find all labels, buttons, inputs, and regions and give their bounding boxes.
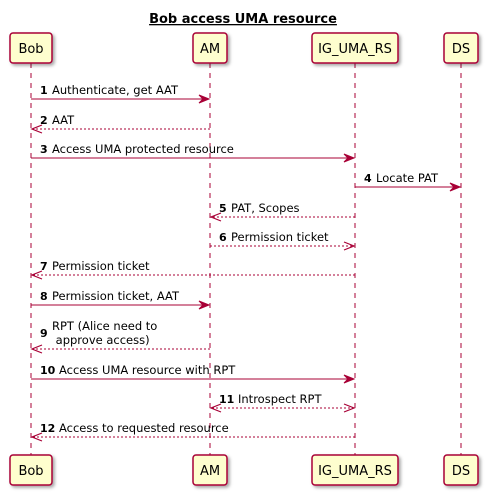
participant-bob-top: Bob <box>9 32 53 64</box>
message-number: 9 <box>40 327 48 340</box>
participant-bob-bottom: Bob <box>9 454 53 486</box>
participant-label: Bob <box>18 464 43 479</box>
message-label: Permission ticket <box>52 259 150 273</box>
message-6: 6 Permission ticket <box>210 230 356 251</box>
message-number: 7 <box>40 260 48 273</box>
arrow-head <box>449 182 462 192</box>
message-number: 10 <box>40 364 56 377</box>
message-number: 11 <box>219 393 234 406</box>
message-8: 8 Permission ticket, AAT <box>31 289 211 310</box>
message-label: Locate PAT <box>376 171 439 185</box>
participant-label: DS <box>452 42 470 57</box>
message-label: RPT (Alice need to <box>52 319 157 333</box>
message-3: 3 Access UMA protected resource <box>31 142 356 163</box>
arrow-head <box>198 94 211 104</box>
participant-box <box>443 32 479 64</box>
participant-label: IG_UMA_RS <box>318 464 392 479</box>
participant-box <box>192 454 228 486</box>
participant-box <box>9 32 53 64</box>
arrow-head <box>209 212 222 222</box>
message-number: 1 <box>40 84 48 97</box>
participant-label: AM <box>200 464 220 479</box>
message-label: Authenticate, get AAT <box>52 83 179 97</box>
message-number: 2 <box>40 114 48 127</box>
message-7: 7 Permission ticket <box>30 259 355 280</box>
message-number: 6 <box>219 231 227 244</box>
participant-box <box>9 454 53 486</box>
message-4: 4 Locate PAT <box>355 171 462 192</box>
participant-ds-bottom: DS <box>443 454 479 486</box>
diagram-title: Bob access UMA resource <box>149 12 337 27</box>
message-12: 12 Access to requested resource <box>30 421 355 442</box>
message-11: 11 Introspect RPT <box>209 392 356 413</box>
arrow-head <box>198 300 211 310</box>
message-label: Introspect RPT <box>238 392 322 406</box>
message-number: 5 <box>219 202 227 215</box>
participant-label: DS <box>452 464 470 479</box>
messages: 1 Authenticate, get AAT 2 AAT 3 Access UMA pr… <box>30 83 462 442</box>
message-number: 3 <box>40 143 48 156</box>
message-number: 8 <box>40 290 48 303</box>
message-label: AAT <box>52 113 75 127</box>
participant-box <box>311 32 399 64</box>
arrow-head <box>343 153 356 163</box>
message-label: Permission ticket <box>231 230 329 244</box>
message-9: 9 RPT (Alice need to approve access) <box>30 319 210 354</box>
arrow-head <box>30 124 43 134</box>
participant-label: AM <box>200 42 220 57</box>
arrow-head <box>343 241 356 251</box>
participant-am-top: AM <box>192 32 228 64</box>
message-number: 12 <box>40 422 55 435</box>
message-label: Permission ticket, AAT <box>52 289 180 303</box>
message-1: 1 Authenticate, get AAT <box>31 83 211 104</box>
arrow-head <box>343 403 356 413</box>
participant-label: IG_UMA_RS <box>318 42 392 57</box>
message-label: approve access) <box>52 333 150 347</box>
message-2: 2 AAT <box>30 113 210 134</box>
participant-ig-top: IG_UMA_RS <box>311 32 399 64</box>
arrow-head <box>343 374 356 384</box>
message-label: Access UMA resource with RPT <box>59 363 236 377</box>
arrow-head <box>30 344 43 354</box>
participant-ig-bottom: IG_UMA_RS <box>311 454 399 486</box>
arrow-head <box>30 270 43 280</box>
participant-label: Bob <box>18 42 43 57</box>
participant-box <box>443 454 479 486</box>
participant-box <box>311 454 399 486</box>
message-label: Access UMA protected resource <box>52 142 234 156</box>
arrow-head <box>209 403 222 413</box>
message-number: 4 <box>364 172 372 185</box>
message-label: PAT, Scopes <box>231 201 300 215</box>
participant-am-bottom: AM <box>192 454 228 486</box>
arrow-head <box>30 432 43 442</box>
message-label: Access to requested resource <box>59 421 229 435</box>
participant-ds-top: DS <box>443 32 479 64</box>
message-5: 5 PAT, Scopes <box>209 201 355 222</box>
participant-box <box>192 32 228 64</box>
